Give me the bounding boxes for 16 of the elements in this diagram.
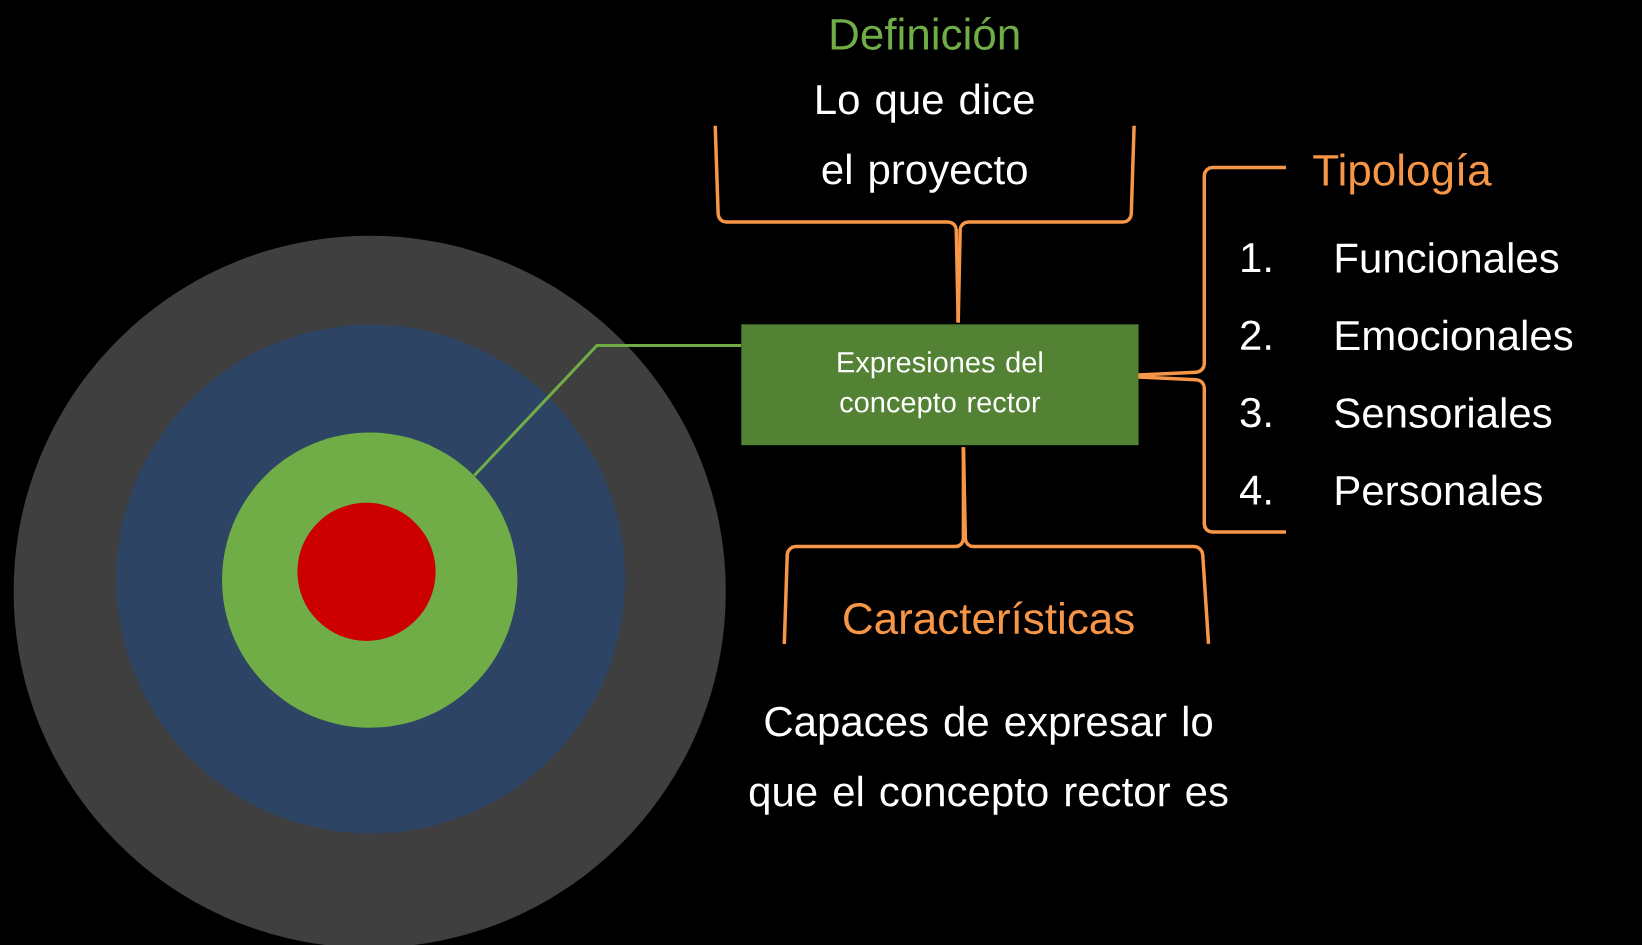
heading: Características [844, 601, 1134, 635]
list-number: 1. [1242, 243, 1271, 273]
list-number: 2. [1241, 320, 1271, 350]
leader-line [473, 344, 742, 477]
process-box: Expresiones del concepto rector [741, 324, 1139, 446]
target-ring [297, 502, 436, 641]
list-item: Funcionales [1336, 242, 1559, 273]
description-text: Capaces de expresar lo que el concepto rector es [749, 705, 1228, 815]
list-item: Personales [1336, 474, 1542, 506]
list-number: 3. [1240, 397, 1271, 428]
list-number: 4. [1239, 475, 1271, 505]
description-text: Lo que dice el proyecto [817, 83, 1034, 193]
list-item: Emocionales [1336, 319, 1573, 351]
heading: Definición [831, 17, 1019, 50]
list-item: Sensoriales [1335, 397, 1552, 428]
heading: Tipología [1313, 153, 1492, 195]
